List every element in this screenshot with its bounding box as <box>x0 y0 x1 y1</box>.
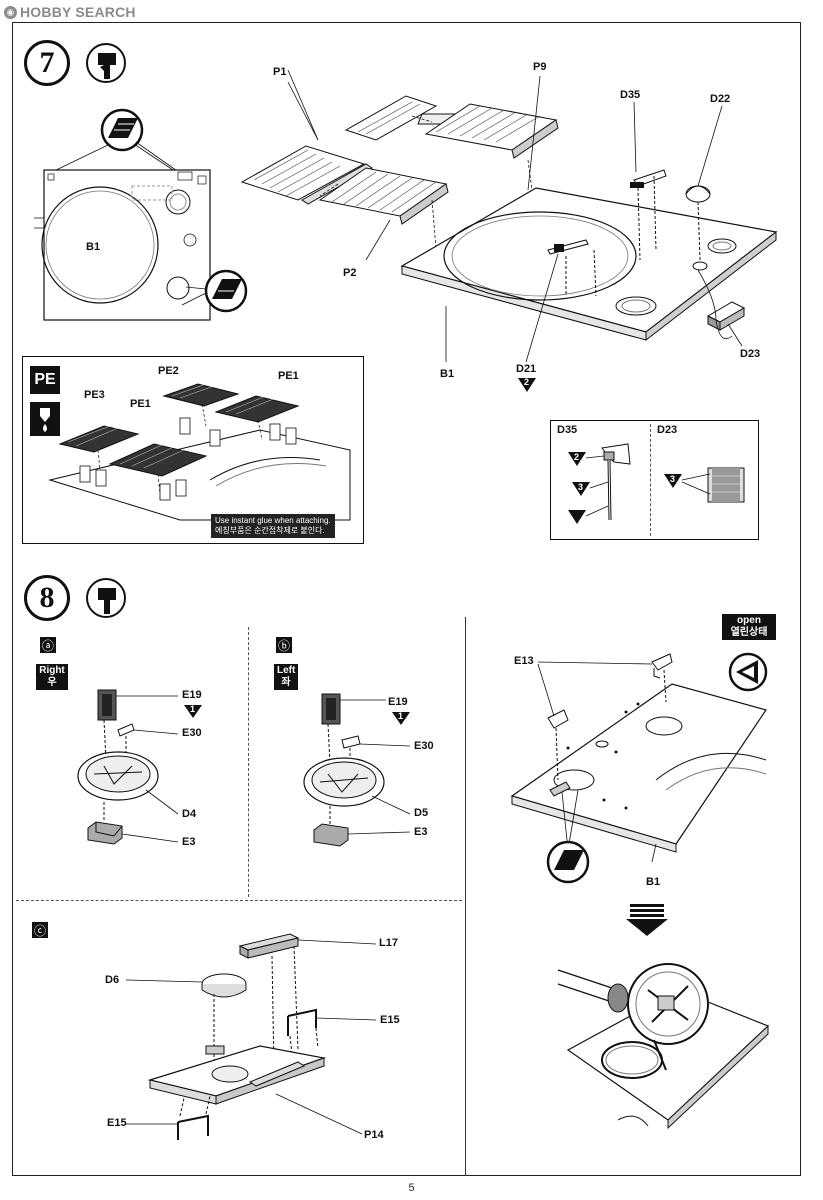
detail-ref-a: 2 <box>574 452 580 462</box>
step7-d21-ref-triangle-icon <box>518 378 536 392</box>
step8-divider-right-panel <box>465 617 466 1176</box>
detail-divider <box>650 424 651 536</box>
sub-tag-a: ⓐ <box>40 637 56 653</box>
step7-label-d21: D21 <box>516 363 537 375</box>
step7-label-b1-left: B1 <box>86 241 101 253</box>
step7-label-b1-main: B1 <box>440 368 455 380</box>
step7-d21-ref-number: 2 <box>524 377 530 387</box>
b-e19-ref-triangle-icon <box>392 712 410 725</box>
c-label-l17: L17 <box>379 937 398 949</box>
side-tag-right: Right 우 <box>36 664 68 690</box>
hobby-search-logo-icon: ◉ <box>4 5 17 19</box>
detail-ref-b: 3 <box>578 482 584 492</box>
detail-d35-d23-drawing <box>568 443 745 524</box>
a-label-d4: D4 <box>182 808 197 820</box>
step7-main-assembly-drawing <box>240 69 778 363</box>
pe-label-pe1-top: PE1 <box>278 370 299 382</box>
hatch-c-drawing <box>125 933 377 1140</box>
side-right-en: Right <box>39 665 65 676</box>
detail-label-d35: D35 <box>557 424 578 436</box>
side-right-ko: 우 <box>47 677 57 688</box>
c-label-e15-left: E15 <box>107 1117 127 1129</box>
page-number: 5 <box>408 1182 415 1194</box>
right-panel-hull-drawing <box>510 653 767 884</box>
pe-label-pe3: PE3 <box>84 389 105 401</box>
step7-label-p9: P9 <box>533 61 547 73</box>
step-8-number: 8 <box>24 575 70 621</box>
open-hatch-result-drawing <box>557 963 770 1130</box>
a-e19-ref-number: 1 <box>190 704 196 714</box>
view-direction-icon <box>728 652 768 692</box>
side-tag-left: Left 좌 <box>274 664 298 690</box>
hatch-a-drawing <box>77 689 179 845</box>
detail-ref-c: 3 <box>670 474 676 484</box>
right-label-b1: B1 <box>646 876 661 888</box>
a-label-e19: E19 <box>182 689 202 701</box>
down-arrow-icon <box>626 904 668 936</box>
page-frame <box>12 22 801 1176</box>
open-state-ko: 열린상태 <box>730 627 768 638</box>
pe-label-pe2: PE2 <box>158 365 179 377</box>
b-label-e30: E30 <box>414 740 434 752</box>
glue-drop-icon <box>30 402 60 436</box>
pe-icon: PE <box>30 366 60 394</box>
b-label-e19: E19 <box>388 696 408 708</box>
c-label-d6: D6 <box>105 974 120 986</box>
open-state-en: open <box>737 615 761 626</box>
instant-glue-note-ko: 에칭부품은 순간접착제로 붙인다. <box>215 526 325 535</box>
step8-divider-ab <box>248 627 249 897</box>
b-label-e3: E3 <box>414 826 428 838</box>
c-label-e15-right: E15 <box>380 1014 400 1026</box>
sub-tag-b: ⓑ <box>276 637 292 653</box>
pe-label-pe1-left: PE1 <box>130 398 151 410</box>
open-state-tag: open 열린상태 <box>722 614 776 640</box>
instant-glue-note-en: Use instant glue when attaching. <box>215 516 331 525</box>
step7-label-d23: D23 <box>740 348 761 360</box>
b-e19-ref-number: 1 <box>398 711 404 721</box>
a-label-e30: E30 <box>182 727 202 739</box>
step7-label-p1: P1 <box>273 66 287 78</box>
b-label-d5: D5 <box>414 807 429 819</box>
step7-pe-grilles-drawing <box>48 383 351 521</box>
cement-tool-icon-step8 <box>86 578 126 618</box>
a-label-e3: E3 <box>182 836 196 848</box>
step7-b1-plate-drawing <box>34 108 211 321</box>
step7-label-p2: P2 <box>343 267 357 279</box>
sub-tag-c: ⓒ <box>32 922 48 938</box>
side-left-en: Left <box>277 665 296 676</box>
watermark-brand: HOBBY SEARCH <box>20 4 136 20</box>
step8-divider-c <box>16 900 462 901</box>
hatch-b-drawing <box>303 693 411 847</box>
detail-label-d23: D23 <box>657 424 678 436</box>
side-left-ko: 좌 <box>281 677 291 688</box>
step7-photoetch-callout-bottom <box>181 269 248 313</box>
step-7-number: 7 <box>24 40 70 86</box>
step7-label-d22: D22 <box>710 93 731 105</box>
a-e19-ref-triangle-icon <box>184 705 202 718</box>
c-label-p14: P14 <box>364 1129 384 1141</box>
right-label-e13: E13 <box>514 655 534 667</box>
step7-label-d35: D35 <box>620 89 641 101</box>
watermark: ◉ HOBBY SEARCH <box>4 4 136 20</box>
cement-tool-icon <box>86 43 126 83</box>
instant-glue-note: Use instant glue when attaching. 에칭부품은 순… <box>211 514 335 538</box>
